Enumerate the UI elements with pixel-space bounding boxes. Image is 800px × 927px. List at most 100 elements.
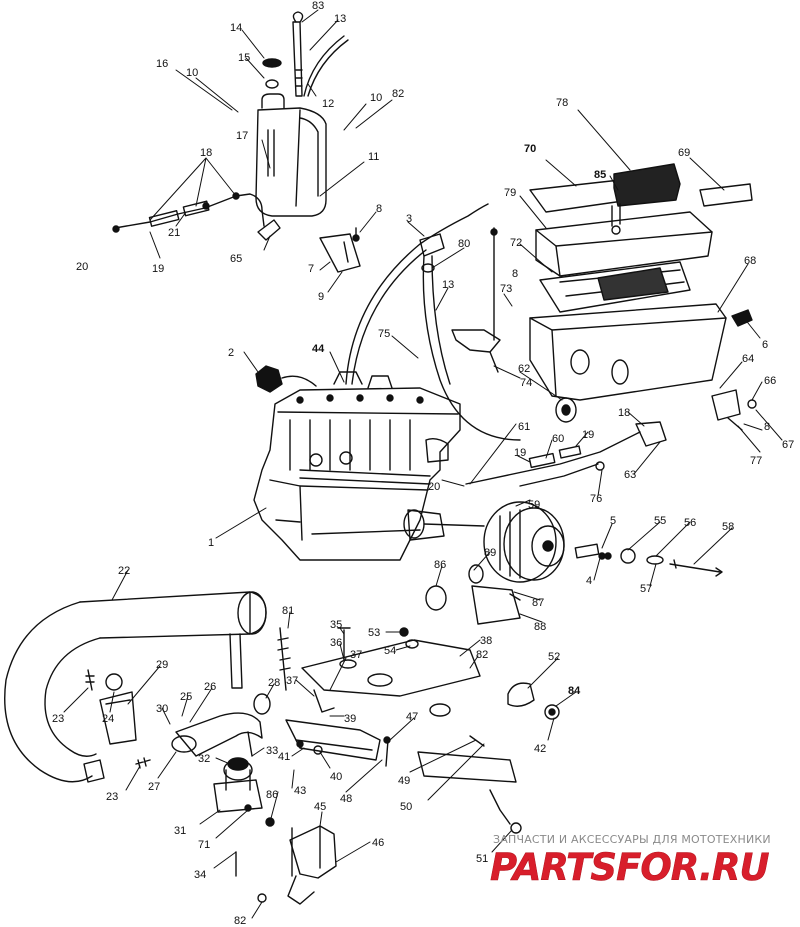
exhaust-pipe (4, 591, 267, 783)
callout-19b: 19 (582, 429, 594, 441)
callout-36: 36 (330, 637, 342, 649)
callout-53: 53 (368, 627, 380, 639)
callout-87: 87 (532, 597, 544, 609)
callout-18b: 18 (618, 407, 630, 419)
watermark-logo[interactable]: PARTSFOR.RU (490, 846, 770, 890)
callout-41: 41 (278, 751, 290, 763)
callout-13a: 13 (334, 13, 346, 25)
callout-39: 39 (344, 713, 356, 725)
callout-67: 67 (782, 439, 794, 451)
callout-85: 85 (594, 169, 606, 181)
callout-44: 44 (312, 343, 325, 355)
callout-17: 17 (236, 130, 248, 142)
callout-66: 66 (764, 375, 776, 387)
callout-29: 29 (156, 659, 168, 671)
callout-37a: 37 (350, 649, 362, 661)
callout-86a: 86 (434, 559, 446, 571)
callout-73: 73 (500, 283, 512, 295)
callout-58: 58 (722, 521, 734, 533)
callout-33: 33 (266, 745, 278, 757)
callout-80: 80 (458, 238, 470, 250)
callout-49: 49 (398, 775, 410, 787)
callout-21: 21 (168, 227, 180, 239)
callout-78: 78 (556, 97, 568, 109)
oil-tank (255, 11, 349, 217)
callout-38: 38 (480, 635, 492, 647)
callout-11: 11 (368, 151, 379, 163)
callout-34: 34 (194, 869, 206, 881)
callout-89: 89 (484, 547, 496, 559)
callout-16: 16 (156, 58, 168, 70)
callout-19c: 19 (514, 447, 526, 459)
callout-24: 24 (102, 713, 114, 725)
air-silencer (529, 163, 753, 423)
callout-51: 51 (476, 853, 488, 865)
callout-82a: 82 (392, 88, 404, 100)
callout-26: 26 (204, 681, 216, 693)
callout-48: 48 (340, 793, 352, 805)
lower-bracket (383, 703, 522, 834)
exhaust-manifold (171, 693, 271, 757)
callout-63: 63 (624, 469, 636, 481)
callout-28: 28 (268, 677, 280, 689)
callout-54: 54 (384, 645, 396, 657)
callout-45: 45 (314, 801, 326, 813)
callout-40: 40 (330, 771, 342, 783)
airbox-bracket (451, 227, 501, 373)
callout-5: 5 (610, 515, 616, 527)
callout-62: 62 (518, 363, 530, 375)
callout-2: 2 (228, 347, 234, 359)
callout-3: 3 (406, 213, 412, 225)
drive-clutch (483, 501, 565, 583)
callout-46: 46 (372, 837, 384, 849)
oil-line (112, 192, 281, 241)
watermark-tagline: ЗАПЧАСТИ И АКСЕССУАРЫ ДЛЯ МОТОТЕХНИКИ (493, 833, 771, 846)
callout-47: 47 (406, 711, 418, 723)
callout-35: 35 (330, 619, 342, 631)
callout-57: 57 (640, 583, 652, 595)
callout-71: 71 (198, 839, 210, 851)
callout-30: 30 (156, 703, 168, 715)
callout-55: 55 (654, 515, 666, 527)
callout-79: 79 (504, 187, 516, 199)
engine-block (253, 365, 485, 561)
side-bracket (711, 389, 757, 431)
callout-20b: 20 (428, 481, 440, 493)
callout-10b: 10 (370, 92, 382, 104)
clutch-hardware (574, 543, 723, 577)
rubber-mount (507, 682, 560, 720)
callout-70: 70 (524, 143, 536, 155)
callout-86b: 86 (266, 789, 278, 801)
leader-lines (63, 9, 783, 919)
callout-64: 64 (742, 353, 754, 365)
callout-4: 4 (586, 575, 592, 587)
callout-50: 50 (400, 801, 412, 813)
callout-12: 12 (322, 98, 334, 110)
callout-8b: 8 (512, 268, 518, 280)
callout-20a: 20 (76, 261, 88, 273)
callout-43: 43 (294, 785, 306, 797)
callout-82b: 82 (476, 649, 488, 661)
tank-bracket (319, 227, 361, 273)
callout-76: 76 (590, 493, 602, 505)
callout-56: 56 (684, 517, 696, 529)
callout-13b: 13 (442, 279, 454, 291)
callout-8a: 8 (376, 203, 382, 215)
callout-83a: 83 (312, 0, 324, 12)
callout-14: 14 (230, 22, 242, 34)
callout-82c: 82 (234, 915, 246, 927)
callout-labels: 83 13 14 15 16 10 12 10 82 17 18 11 21 2… (52, 0, 794, 927)
callout-6: 6 (762, 339, 768, 351)
callout-88: 88 (534, 621, 546, 633)
callout-7: 7 (308, 263, 314, 275)
callout-65: 65 (230, 253, 242, 265)
callout-9: 9 (318, 291, 324, 303)
exhaust-mount (213, 757, 263, 813)
callout-10a: 10 (186, 67, 198, 79)
callout-61: 61 (518, 421, 530, 433)
callout-84: 84 (568, 685, 581, 697)
callout-18a: 18 (200, 147, 212, 159)
callout-74: 74 (520, 377, 532, 389)
